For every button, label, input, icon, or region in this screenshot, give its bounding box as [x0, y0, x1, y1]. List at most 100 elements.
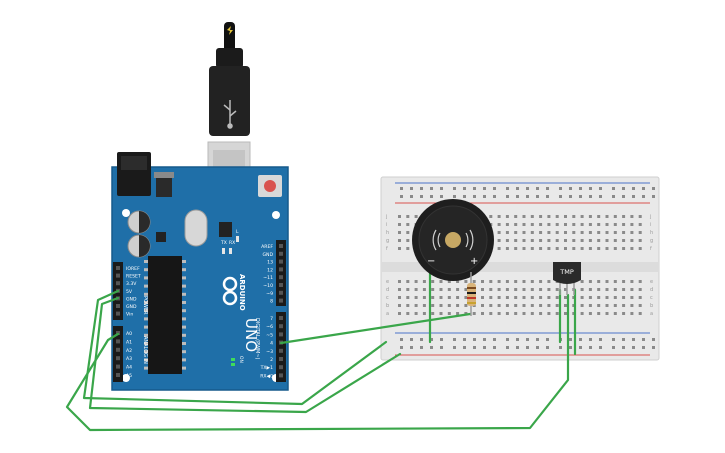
breadboard-hole[interactable] — [638, 296, 642, 299]
breadboard-hole[interactable] — [599, 195, 602, 198]
breadboard-hole[interactable] — [430, 338, 433, 341]
breadboard-hole[interactable] — [588, 312, 592, 315]
breadboard-hole[interactable] — [579, 195, 582, 198]
breadboard-hole[interactable] — [572, 296, 576, 299]
breadboard-hole[interactable] — [555, 223, 559, 226]
breadboard-hole[interactable] — [632, 187, 635, 190]
breadboard-hole[interactable] — [599, 338, 602, 341]
breadboard-hole[interactable] — [555, 296, 559, 299]
breadboard-hole[interactable] — [588, 296, 592, 299]
breadboard-hole[interactable] — [398, 280, 401, 283]
header-pin-hole[interactable] — [279, 283, 283, 287]
breadboard-hole[interactable] — [605, 288, 609, 291]
breadboard-hole[interactable] — [638, 312, 642, 315]
breadboard-hole[interactable] — [539, 288, 543, 291]
breadboard-hole[interactable] — [536, 346, 539, 349]
breadboard-hole[interactable] — [539, 239, 543, 242]
breadboard-hole[interactable] — [632, 346, 635, 349]
breadboard-hole[interactable] — [580, 223, 584, 226]
breadboard-hole[interactable] — [514, 296, 518, 299]
breadboard-hole[interactable] — [547, 247, 551, 250]
breadboard-hole[interactable] — [420, 195, 423, 198]
breadboard-hole[interactable] — [539, 312, 543, 315]
breadboard-hole[interactable] — [622, 280, 626, 283]
breadboard-hole[interactable] — [497, 247, 501, 250]
breadboard-hole[interactable] — [497, 280, 501, 283]
breadboard-hole[interactable] — [530, 247, 534, 250]
breadboard-hole[interactable] — [622, 312, 626, 315]
breadboard-hole[interactable] — [453, 187, 456, 190]
breadboard-hole[interactable] — [539, 223, 543, 226]
breadboard-hole[interactable] — [638, 215, 642, 218]
breadboard-hole[interactable] — [406, 247, 410, 250]
breadboard-hole[interactable] — [522, 288, 526, 291]
breadboard-hole[interactable] — [569, 346, 572, 349]
header-pin-hole[interactable] — [116, 356, 120, 361]
breadboard-hole[interactable] — [613, 247, 617, 250]
breadboard-hole[interactable] — [493, 195, 496, 198]
breadboard-hole[interactable] — [463, 338, 466, 341]
breadboard-hole[interactable] — [505, 247, 509, 250]
breadboard-hole[interactable] — [473, 187, 476, 190]
breadboard-hole[interactable] — [505, 215, 509, 218]
breadboard-hole[interactable] — [580, 280, 584, 283]
breadboard-hole[interactable] — [588, 304, 592, 307]
breadboard-hole[interactable] — [447, 280, 451, 283]
breadboard-hole[interactable] — [612, 346, 615, 349]
breadboard-hole[interactable] — [400, 346, 403, 349]
breadboard-hole[interactable] — [630, 247, 634, 250]
breadboard-hole[interactable] — [497, 296, 501, 299]
breadboard-hole[interactable] — [414, 296, 418, 299]
breadboard-hole[interactable] — [522, 296, 526, 299]
breadboard-hole[interactable] — [612, 187, 615, 190]
header-pin-hole[interactable] — [279, 275, 283, 280]
breadboard-hole[interactable] — [431, 288, 435, 291]
breadboard-hole[interactable] — [559, 187, 562, 190]
breadboard-hole[interactable] — [514, 231, 518, 234]
breadboard-hole[interactable] — [580, 288, 584, 291]
breadboard-hole[interactable] — [430, 187, 433, 190]
breadboard-hole[interactable] — [569, 195, 572, 198]
breadboard-hole[interactable] — [410, 187, 413, 190]
breadboard-hole[interactable] — [638, 288, 642, 291]
breadboard-hole[interactable] — [612, 338, 615, 341]
breadboard-hole[interactable] — [463, 187, 466, 190]
breadboard-hole[interactable] — [613, 223, 617, 226]
breadboard-hole[interactable] — [422, 296, 426, 299]
breadboard-hole[interactable] — [447, 296, 451, 299]
header-pin-hole[interactable] — [279, 357, 283, 361]
breadboard-hole[interactable] — [456, 288, 460, 291]
breadboard-hole[interactable] — [622, 231, 626, 234]
breadboard-hole[interactable] — [464, 288, 468, 291]
breadboard-hole[interactable] — [564, 304, 567, 307]
breadboard-hole[interactable] — [414, 312, 418, 315]
breadboard-hole[interactable] — [431, 280, 435, 283]
breadboard-hole[interactable] — [555, 312, 559, 315]
breadboard-hole[interactable] — [406, 296, 410, 299]
breadboard-hole[interactable] — [398, 223, 401, 226]
breadboard-hole[interactable] — [539, 280, 543, 283]
breadboard-hole[interactable] — [440, 195, 443, 198]
breadboard-hole[interactable] — [456, 304, 460, 307]
breadboard-hole[interactable] — [612, 195, 615, 198]
breadboard-hole[interactable] — [632, 195, 635, 198]
breadboard-hole[interactable] — [506, 346, 509, 349]
breadboard-hole[interactable] — [539, 215, 543, 218]
breadboard-hole[interactable] — [453, 195, 456, 198]
breadboard-hole[interactable] — [622, 223, 626, 226]
breadboard-hole[interactable] — [613, 215, 617, 218]
header-pin-hole[interactable] — [116, 347, 120, 352]
breadboard-hole[interactable] — [489, 280, 493, 283]
breadboard-hole[interactable] — [483, 187, 486, 190]
breadboard-hole[interactable] — [522, 280, 526, 283]
breadboard-hole[interactable] — [398, 312, 401, 315]
breadboard-hole[interactable] — [505, 280, 509, 283]
breadboard-hole[interactable] — [572, 304, 576, 307]
breadboard-hole[interactable] — [505, 239, 509, 242]
breadboard-hole[interactable] — [414, 280, 418, 283]
breadboard-hole[interactable] — [431, 296, 435, 299]
breadboard-hole[interactable] — [530, 288, 534, 291]
breadboard-hole[interactable] — [547, 288, 551, 291]
breadboard-hole[interactable] — [632, 338, 635, 341]
breadboard-hole[interactable] — [514, 223, 518, 226]
